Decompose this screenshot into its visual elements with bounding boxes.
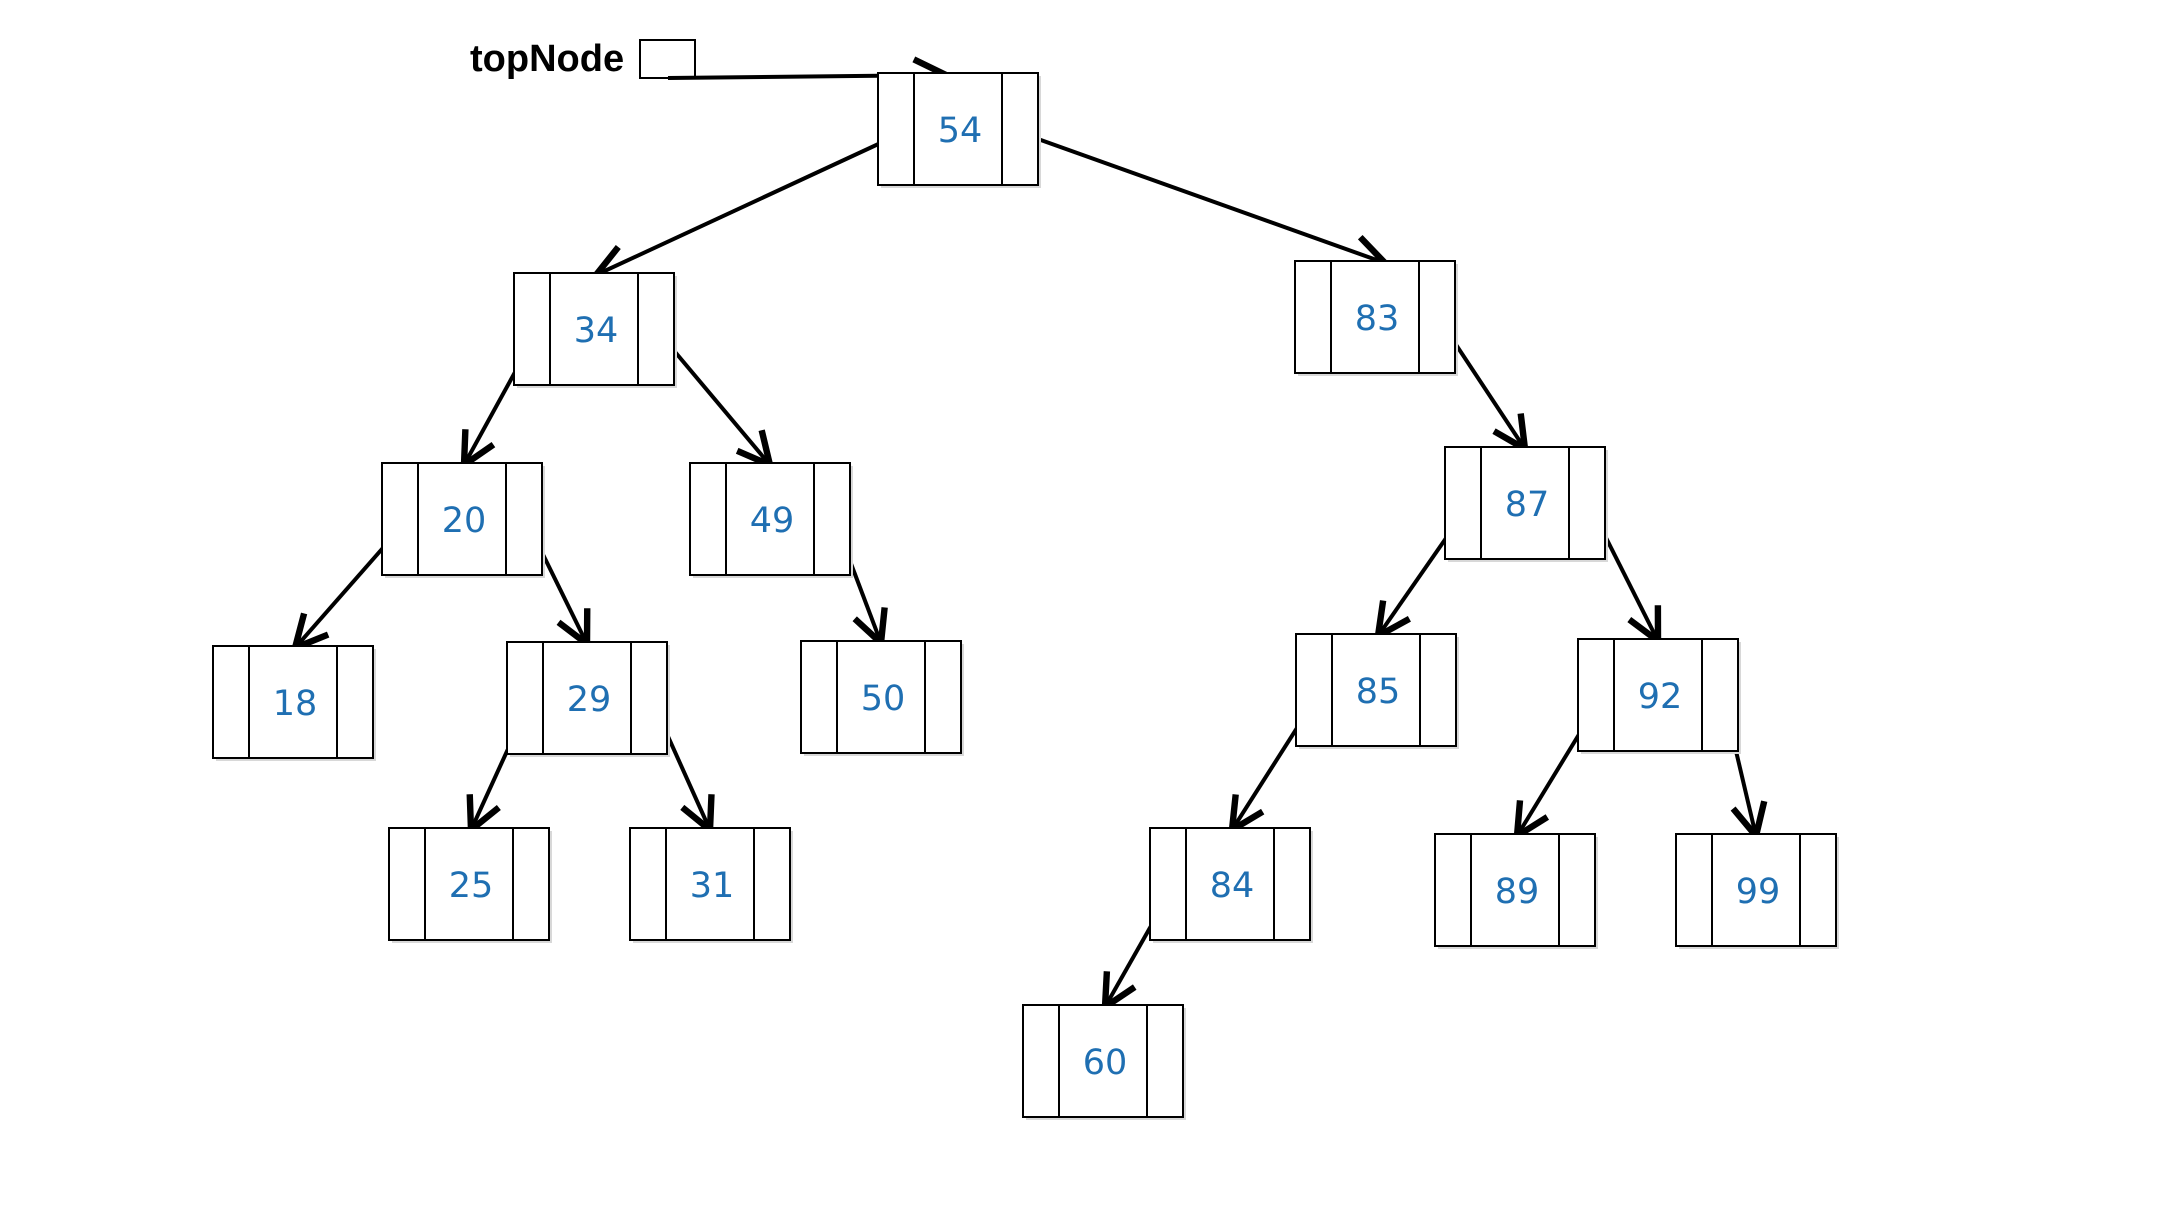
tree-node-89: 89	[1434, 833, 1598, 949]
node-box	[388, 827, 550, 941]
tree-node-18: 18	[212, 645, 376, 761]
tree-node-20: 20	[381, 462, 545, 578]
node-box	[1022, 1004, 1184, 1118]
node-box	[212, 645, 374, 759]
node-value: 49	[750, 501, 795, 541]
tree-node-54: 54	[877, 72, 1041, 188]
tree-node-31: 31	[629, 827, 793, 943]
node-value: 18	[273, 684, 318, 724]
tree-node-85: 85	[1295, 633, 1459, 749]
node-value: 34	[574, 311, 619, 351]
edge-n54-n83	[1023, 132, 1385, 263]
node-box	[1444, 446, 1606, 560]
node-value: 60	[1083, 1043, 1128, 1083]
node-value: 50	[861, 679, 906, 719]
node-value: 84	[1210, 866, 1255, 906]
tree-node-25: 25	[388, 827, 552, 943]
tree-node-29: 29	[506, 641, 670, 757]
node-value: 25	[449, 866, 494, 906]
node-value: 87	[1505, 485, 1550, 525]
node-box	[1675, 833, 1837, 947]
node-value: 99	[1736, 872, 1781, 912]
node-box	[506, 641, 668, 755]
tree-node-34: 34	[513, 272, 677, 388]
node-box	[513, 272, 675, 386]
node-box	[1434, 833, 1596, 947]
tree-node-49: 49	[689, 462, 853, 578]
node-value: 29	[567, 680, 612, 720]
node-box	[1295, 633, 1457, 747]
tree-node-84: 84	[1149, 827, 1313, 943]
tree-node-83: 83	[1294, 260, 1458, 376]
node-box	[689, 462, 851, 576]
tree-node-50: 50	[800, 640, 964, 756]
tree-node-92: 92	[1577, 638, 1741, 754]
node-box	[800, 640, 962, 754]
node-box	[381, 462, 543, 576]
node-value: 83	[1355, 299, 1400, 339]
node-value: 20	[442, 501, 487, 541]
node-box	[1149, 827, 1311, 941]
tree-node-87: 87	[1444, 446, 1608, 562]
edge-n54-n34	[596, 132, 901, 275]
top-node-pointer-box	[639, 39, 696, 79]
top-node-label: topNode	[470, 38, 625, 80]
node-box	[1294, 260, 1456, 374]
node-value: 54	[938, 111, 983, 151]
node-value: 92	[1638, 677, 1683, 717]
node-box	[877, 72, 1039, 186]
node-box	[1577, 638, 1739, 752]
node-value: 31	[690, 866, 735, 906]
edge-n34-n49	[658, 332, 770, 465]
tree-node-99: 99	[1675, 833, 1839, 949]
node-box	[629, 827, 791, 941]
node-value: 89	[1495, 872, 1540, 912]
node-value: 85	[1356, 672, 1401, 712]
tree-node-60: 60	[1022, 1004, 1186, 1120]
